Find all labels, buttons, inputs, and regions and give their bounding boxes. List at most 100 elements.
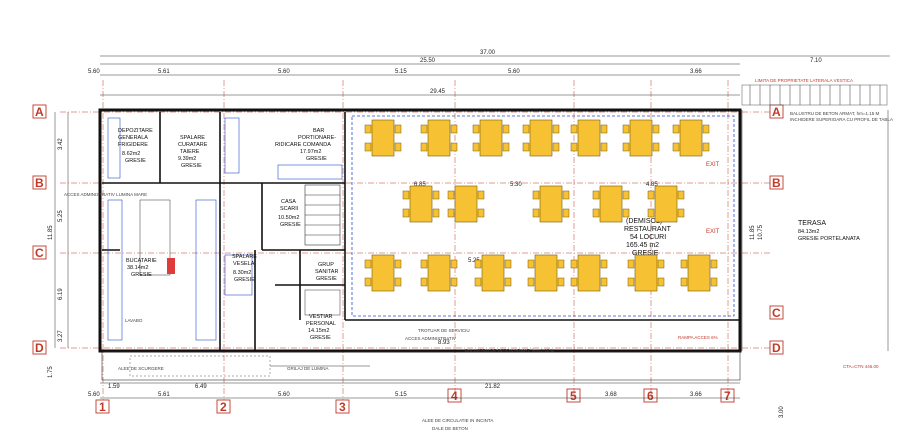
bottom-dim-chain: 1.59 6.49 21.82 5.60 5.61 5.60 5.15 3.68… — [88, 382, 785, 418]
room-label: BUCATARIE — [126, 258, 157, 264]
row-axis-markers-right: A B C D — [769, 104, 784, 355]
room-area: 17.97m2 — [300, 149, 321, 155]
room-finish: GRESIE — [316, 276, 337, 282]
dim-159: 1.59 — [108, 384, 120, 390]
axis-label-row: A — [772, 105, 781, 119]
room-finish: GRESIE — [131, 272, 152, 278]
chair — [394, 124, 402, 134]
top-dim: 5.60 — [508, 69, 520, 75]
room-label: GRUP — [318, 262, 334, 268]
room-label: PORTIONARE- — [298, 135, 336, 141]
dining-table — [409, 185, 433, 223]
axis-label-row: C — [35, 246, 44, 260]
chair — [450, 259, 458, 269]
room-vestiar: VESTIAR PERSONAL 14.15m2 GRESIE — [306, 314, 336, 341]
chair — [677, 208, 685, 218]
bottom-dim: 3.68 — [605, 392, 617, 398]
dining-table — [371, 119, 395, 157]
chair — [592, 208, 600, 218]
chair — [552, 124, 560, 134]
room-label: CASA — [281, 199, 296, 205]
chair — [622, 190, 630, 200]
dining-table — [479, 119, 503, 157]
room-casa-scarii: CASA SCARII 10.50m2 GRESIE — [278, 199, 301, 228]
dining-table — [687, 254, 711, 292]
dim-1185: 11.85 — [48, 225, 54, 240]
dining-table — [599, 185, 623, 223]
chair — [394, 259, 402, 269]
room-label: DEPOZITARE — [118, 128, 153, 134]
room-finish: GRESIE — [306, 156, 327, 162]
chair — [562, 208, 570, 218]
chair — [647, 208, 655, 218]
room-label: FRIGIDERE — [118, 142, 148, 148]
dining-table — [454, 185, 478, 223]
room-spalare: SPALARE CURATARE TAIERE 9.39m2 GRESIE — [178, 135, 208, 169]
room-area: 14.15m2 — [308, 328, 329, 334]
table-dim: 5.25 — [468, 258, 480, 264]
limit-note: LIMITA DE PROPRIETATE LATERALA VESTICA — [755, 78, 853, 83]
chair — [394, 277, 402, 287]
chair — [504, 277, 512, 287]
room-area: 38.14m2 — [127, 265, 148, 271]
room-label: SPALARE — [232, 254, 257, 260]
chair — [394, 142, 402, 152]
room-label: TERASA — [798, 220, 826, 227]
chair — [592, 190, 600, 200]
chair — [680, 277, 688, 287]
axis-label-col: 2 — [220, 400, 227, 414]
axis-label-col: 6 — [647, 389, 654, 403]
column-axis-markers: 1 2 3 4 5 6 7 — [95, 388, 735, 414]
chair — [672, 142, 680, 152]
chair — [450, 124, 458, 134]
restaurant-outline — [351, 115, 735, 317]
chair — [477, 190, 485, 200]
ground-level: CTA=CTN 446.00 — [843, 364, 879, 369]
room-label: RESTAURANT — [624, 226, 672, 233]
top-dim: 5.60 — [278, 69, 290, 75]
dale-note: DALE DE BETON — [432, 426, 468, 431]
room-area: 10.50m2 — [278, 215, 299, 221]
dim-710: 7.10 — [810, 58, 822, 64]
dim-overall: 37.00 — [480, 50, 496, 56]
room-bucatarie: BUCATARIE 38.14m2 GRESIE — [126, 258, 157, 278]
chair — [622, 124, 630, 134]
room-area: 165.45 m2 — [626, 242, 659, 249]
ramp-note: RAMPA ACCES 6% — [678, 335, 718, 340]
axis-label-row: A — [35, 105, 44, 119]
chair — [472, 124, 480, 134]
left-dim: 5.25 — [58, 210, 64, 222]
axis-label-col: 1 — [99, 400, 106, 414]
chair — [600, 142, 608, 152]
dining-tables — [364, 119, 718, 292]
chair — [677, 190, 685, 200]
room-label: GENERALA — [118, 135, 148, 141]
room-label: RIDICARE COMANDA — [275, 142, 331, 148]
chair — [647, 190, 655, 200]
left-dim: 6.19 — [58, 288, 64, 300]
kitchen-equipment — [107, 117, 343, 341]
alee-note: ALEE DE CIRCULATIE IN INCINTA — [422, 418, 493, 423]
left-dim: 3.27 — [58, 330, 64, 342]
railing-bottom: BALUSTRU DE BETON ARMAT, hm=1.15 M — [465, 348, 554, 353]
dim-300: 3.00 — [779, 406, 785, 418]
dim-2550: 25.50 — [420, 58, 436, 64]
axis-label-row: D — [772, 341, 781, 355]
room-label: BAR — [313, 128, 324, 134]
chair — [472, 142, 480, 152]
chair — [522, 124, 530, 134]
chair — [570, 142, 578, 152]
admin-access-note: ACCES ADMINISTRATIV LUMINA MARE — [64, 192, 147, 197]
axis-label-col: 3 — [339, 400, 346, 414]
chair — [364, 124, 372, 134]
chair — [527, 259, 535, 269]
room-depozitare: DEPOZITARE GENERALA FRIGIDERE 8.62m2 GRE… — [118, 128, 153, 164]
table-dim: 4.85 — [646, 182, 658, 188]
chair — [447, 208, 455, 218]
room-label: PERSONAL — [306, 321, 336, 327]
building-outline — [98, 108, 742, 353]
chair — [364, 142, 372, 152]
bottom-dim: 5.15 — [395, 392, 407, 398]
left-dim-chain: 3.42 5.25 6.19 3.27 11.85 1.75 — [48, 112, 69, 378]
room-label: SPALARE — [180, 135, 205, 141]
